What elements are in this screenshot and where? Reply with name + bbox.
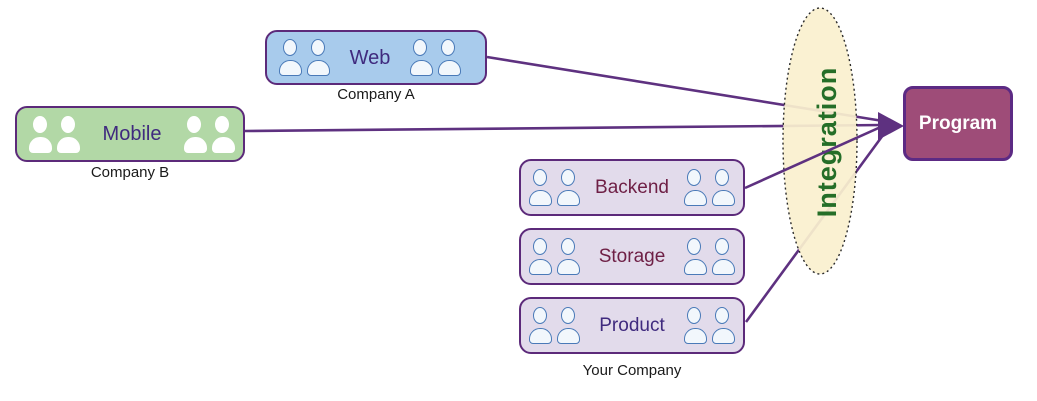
node-label: Web (349, 46, 391, 69)
node-backend: Backend (519, 159, 745, 216)
caption-company-b: Company B (90, 164, 170, 181)
node-label: Mobile (102, 123, 162, 145)
person-icon (683, 307, 707, 344)
person-icon (57, 115, 80, 153)
person-icon (711, 307, 735, 344)
person-icon (683, 169, 707, 206)
node-product: Product (519, 297, 745, 354)
person-icon (683, 238, 707, 275)
person-icon (529, 307, 552, 344)
member-group (529, 169, 580, 206)
node-label: Product (599, 315, 665, 336)
member-group (683, 169, 735, 206)
person-icon (307, 39, 330, 76)
caption-company-a: Company A (337, 86, 415, 103)
person-icon (183, 115, 207, 153)
member-group (529, 238, 580, 275)
person-icon (409, 39, 433, 76)
person-icon (29, 115, 52, 153)
person-icon (529, 169, 552, 206)
person-icon (279, 39, 302, 76)
person-icon (711, 238, 735, 275)
arrowhead-icon (878, 112, 904, 140)
integration-label: Integration (812, 67, 842, 218)
member-group (683, 238, 735, 275)
node-label: Backend (595, 177, 669, 198)
node-program: Program (903, 86, 1013, 161)
caption-your-company: Your Company (582, 362, 682, 379)
edge-mobile-program (244, 123, 884, 133)
edge-backend-program (744, 124, 884, 190)
member-group (529, 307, 580, 344)
member-group (683, 307, 735, 344)
person-icon (529, 238, 552, 275)
node-mobile: Mobile (15, 106, 245, 162)
node-web: Web (265, 30, 487, 85)
node-storage: Storage (519, 228, 745, 285)
person-icon (557, 238, 580, 275)
member-group (183, 115, 235, 153)
person-icon (557, 307, 580, 344)
node-label: Storage (598, 246, 666, 267)
person-icon (211, 115, 235, 153)
person-icon (557, 169, 580, 206)
person-icon (711, 169, 735, 206)
node-label: Program (918, 112, 998, 134)
member-group (279, 39, 330, 76)
integration-ellipse (782, 7, 858, 275)
member-group (409, 39, 461, 76)
member-group (29, 115, 80, 153)
person-icon (437, 39, 461, 76)
